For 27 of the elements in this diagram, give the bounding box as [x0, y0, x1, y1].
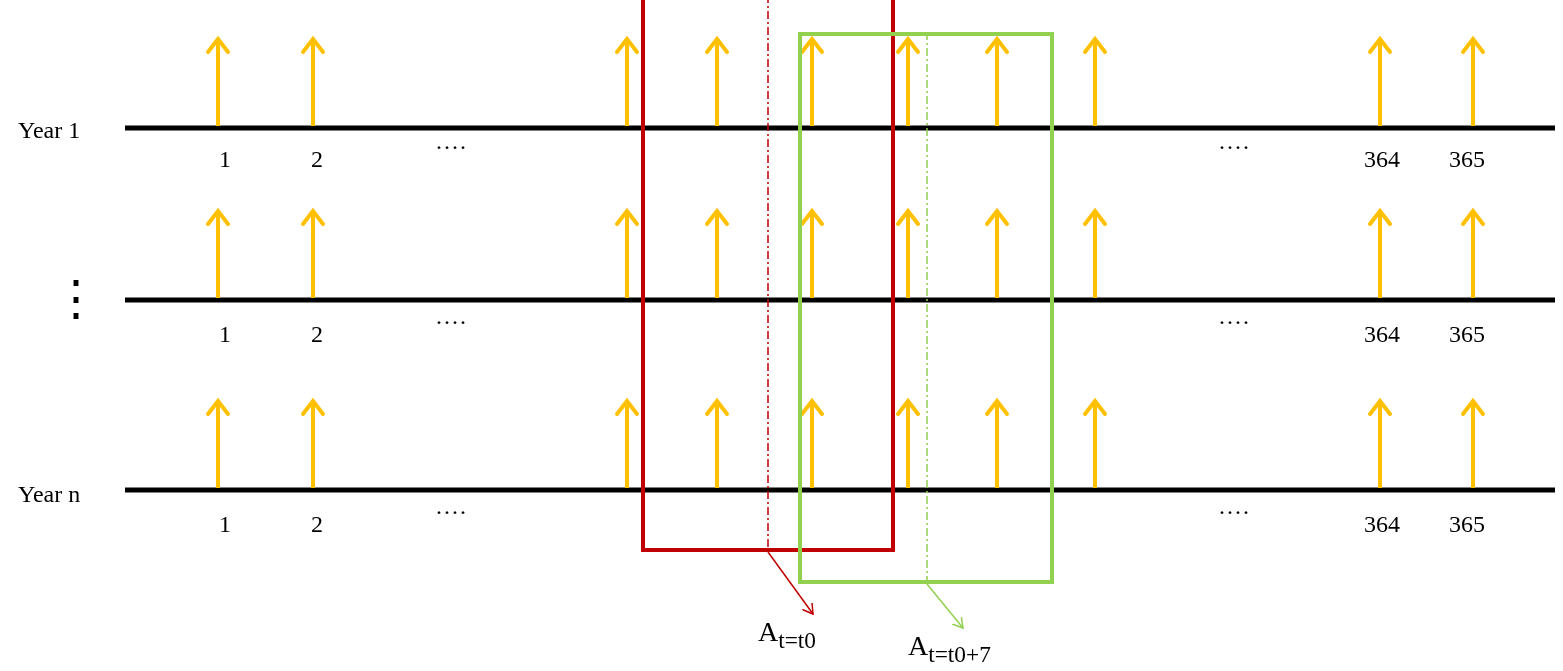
- ellipsis: ····: [1218, 310, 1250, 334]
- leader-line: [767, 551, 814, 615]
- row-label: Year n: [18, 482, 81, 506]
- day-number: 365: [1449, 322, 1485, 346]
- day-number: 1: [219, 512, 231, 536]
- row-label: Year 1: [18, 118, 81, 142]
- window-frame: [641, 0, 895, 552]
- day-number: 1: [219, 147, 231, 171]
- day-number: 2: [311, 512, 323, 536]
- day-number: 2: [311, 147, 323, 171]
- day-number: 2: [311, 322, 323, 346]
- ellipsis: ····: [1218, 135, 1250, 159]
- ellipsis: ····: [435, 310, 467, 334]
- day-number: 364: [1364, 147, 1400, 171]
- annotation-label: A$_{t=t0}$: [758, 618, 817, 652]
- day-number: 365: [1449, 147, 1485, 171]
- annotation-label: A$_{t=t0+7}$: [908, 632, 991, 666]
- day-number: 364: [1364, 322, 1400, 346]
- ellipsis: ⋮: [52, 275, 100, 323]
- day-number: 364: [1364, 512, 1400, 536]
- leader-line: [926, 583, 964, 629]
- day-number: 1: [219, 322, 231, 346]
- ellipsis: ····: [435, 135, 467, 159]
- window-frame: [798, 32, 1054, 584]
- ellipsis: ····: [1218, 500, 1250, 524]
- ellipsis: ····: [435, 500, 467, 524]
- day-number: 365: [1449, 512, 1485, 536]
